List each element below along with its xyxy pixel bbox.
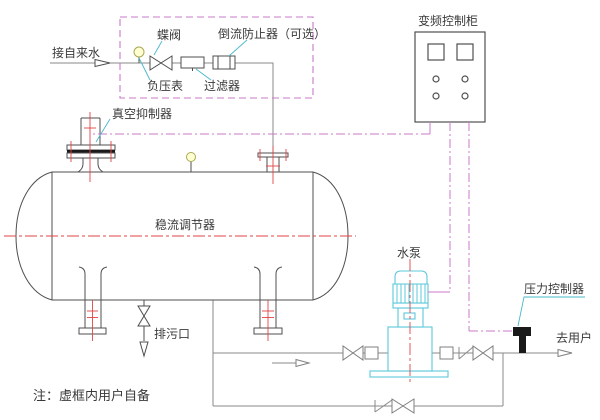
pump-label: 水泵 (397, 246, 421, 260)
discharge-valve-symbol (472, 345, 494, 361)
filter-label: 过滤器 (204, 79, 240, 93)
tank-inlet-flange (257, 146, 289, 184)
pressure-controller-label: 压力控制器 (524, 282, 584, 296)
backflow-preventer-symbol (212, 55, 236, 70)
discharge-pipe (432, 352, 572, 406)
suction-flow-arrow-icon (272, 358, 311, 368)
vacuum-gauge-symbol (133, 46, 145, 63)
drain-outlet-label: 排污口 (154, 327, 190, 341)
cabinet-display-left (427, 43, 445, 61)
cabinet-knob (432, 92, 440, 100)
tank-leg-right (253, 266, 283, 341)
pressure-sensor-symbol (513, 327, 531, 353)
cabinet-knob (432, 75, 440, 83)
pump-symbol (369, 259, 449, 384)
backflow-preventer-label: 倒流防止器（可选） (218, 26, 326, 41)
butterfly-valve-symbol (149, 55, 173, 71)
label-leader-lines (95, 39, 585, 327)
cabinet-display-right (456, 43, 474, 61)
vacuum-suppressor-symbol (66, 112, 116, 182)
drain-valve-symbol (137, 300, 151, 358)
cabinet-knob (461, 75, 469, 83)
inlet-pipe (50, 62, 274, 153)
discharge-flex-joint-symbol (439, 346, 454, 360)
control-wiring (92, 122, 513, 332)
check-valve-symbol (458, 346, 474, 360)
bypass-check-valve-symbol (374, 399, 393, 413)
vacuum-gauge-label: 负压表 (147, 79, 183, 93)
tank-leg-left (78, 266, 108, 341)
suction-flex-joint-symbol (364, 346, 379, 360)
butterfly-valve-label: 蝶阀 (157, 27, 181, 42)
filter-symbol (180, 56, 205, 71)
bypass-valve-symbol (391, 398, 415, 414)
user-supplied-dashed-frame (119, 16, 314, 99)
vacuum-suppressor-label: 真空抑制器 (112, 106, 172, 121)
inlet-flow-arrow-icon (94, 58, 111, 68)
suction-valve-symbol (342, 345, 364, 361)
vfd-cabinet-symbol (414, 31, 486, 123)
to-user-arrow-icon (557, 348, 573, 358)
pump-motor-fins (396, 284, 426, 303)
tank-label: 稳流调节器 (155, 217, 215, 232)
inlet-label: 接自来水 (52, 45, 100, 60)
cabinet-knob (461, 92, 469, 100)
note-text: 注：虚框内用户自备 (33, 388, 150, 404)
vfd-cabinet-label: 变频控制柜 (418, 13, 478, 28)
to-user-label: 去用户 (556, 330, 592, 345)
tank-gauge-symbol (186, 152, 196, 172)
